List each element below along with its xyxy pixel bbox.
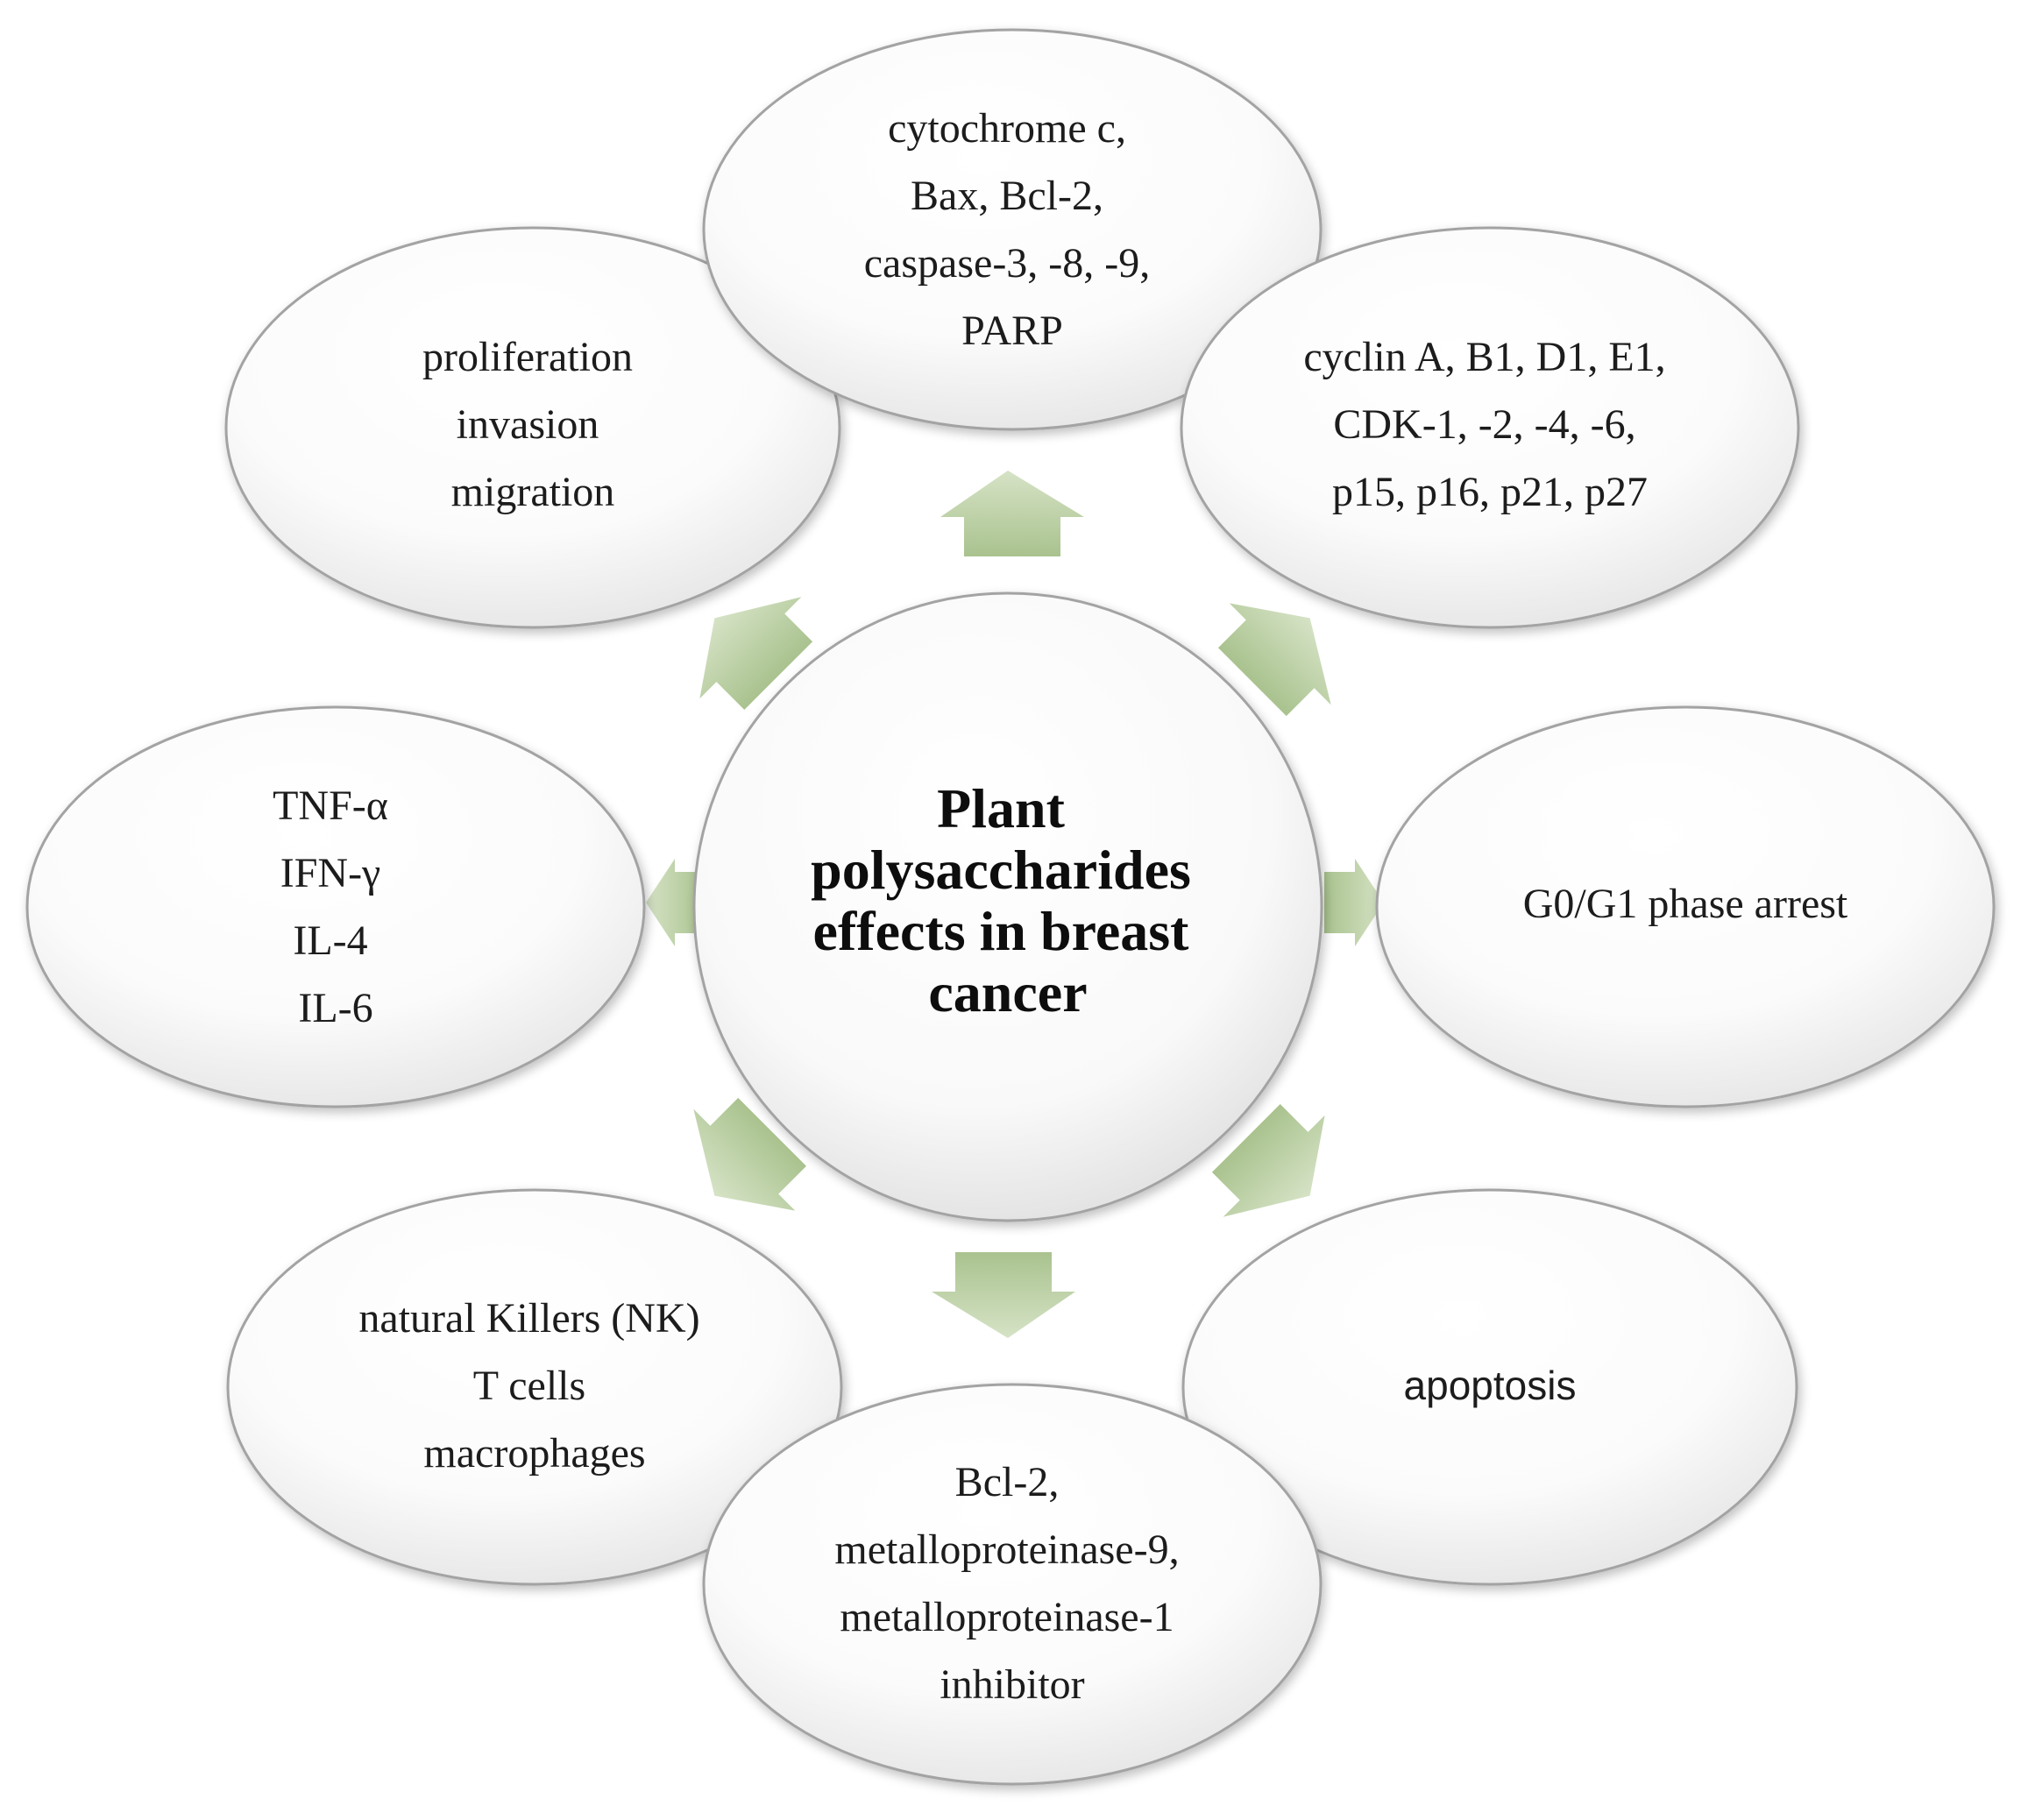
node-bottom-right-label: apoptosis — [1404, 1363, 1577, 1408]
node-left-ellipse — [25, 705, 646, 1108]
arrow-up — [940, 471, 1084, 556]
node-top-label: cytochrome c, Bax, Bcl-2, caspase-3, -8,… — [864, 105, 1161, 354]
node-top-right-ellipse — [1180, 226, 1800, 629]
node-top-left: proliferation invasion migration — [224, 226, 841, 629]
node-left-label: TNF-α IFN-γ IL-4 IL-6 — [273, 783, 399, 1031]
node-top-left-label: proliferation invasion migration — [422, 334, 643, 515]
node-bottom-left-label: natural Killers (NK) T cells macrophages — [358, 1295, 710, 1477]
arrow-down-left — [693, 1097, 807, 1211]
node-bottom: Bcl-2, metalloproteinase-9, metalloprote… — [702, 1383, 1323, 1786]
node-bottom-ellipse — [702, 1383, 1323, 1786]
center-node: Plant polysaccharides effects in breast … — [692, 591, 1323, 1222]
node-top-left-ellipse — [224, 226, 841, 629]
arrow-down-right — [1211, 1103, 1325, 1217]
node-top-ellipse — [702, 28, 1323, 431]
node-top-right-label: cyclin A, B1, D1, E1, CDK-1, -2, -4, -6,… — [1303, 334, 1676, 515]
arrow-up-right — [1217, 603, 1331, 717]
arrows — [646, 471, 1384, 1338]
center-circle — [692, 591, 1323, 1222]
node-top-right: cyclin A, B1, D1, E1, CDK-1, -2, -4, -6,… — [1180, 226, 1800, 629]
node-bottom-right: apoptosis — [1181, 1188, 1798, 1586]
node-bottom-left: natural Killers (NK) T cells macrophages — [226, 1188, 843, 1586]
node-left: TNF-α IFN-γ IL-4 IL-6 — [25, 705, 646, 1108]
arrow-left — [646, 859, 706, 946]
node-right-label: G0/G1 phase arrest — [1523, 881, 1848, 927]
center-title: Plant polysaccharides effects in breast … — [811, 777, 1205, 1023]
node-bottom-left-ellipse — [226, 1188, 843, 1586]
node-right: G0/G1 phase arrest — [1375, 705, 1996, 1108]
arrow-down — [932, 1252, 1075, 1338]
node-bottom-label: Bcl-2, metalloproteinase-9, metalloprote… — [834, 1459, 1189, 1708]
node-bottom-right-ellipse — [1181, 1188, 1798, 1586]
node-top: cytochrome c, Bax, Bcl-2, caspase-3, -8,… — [702, 28, 1323, 431]
arrow-up-left — [699, 597, 813, 711]
arrow-right — [1324, 859, 1384, 946]
node-right-ellipse — [1375, 705, 1996, 1108]
